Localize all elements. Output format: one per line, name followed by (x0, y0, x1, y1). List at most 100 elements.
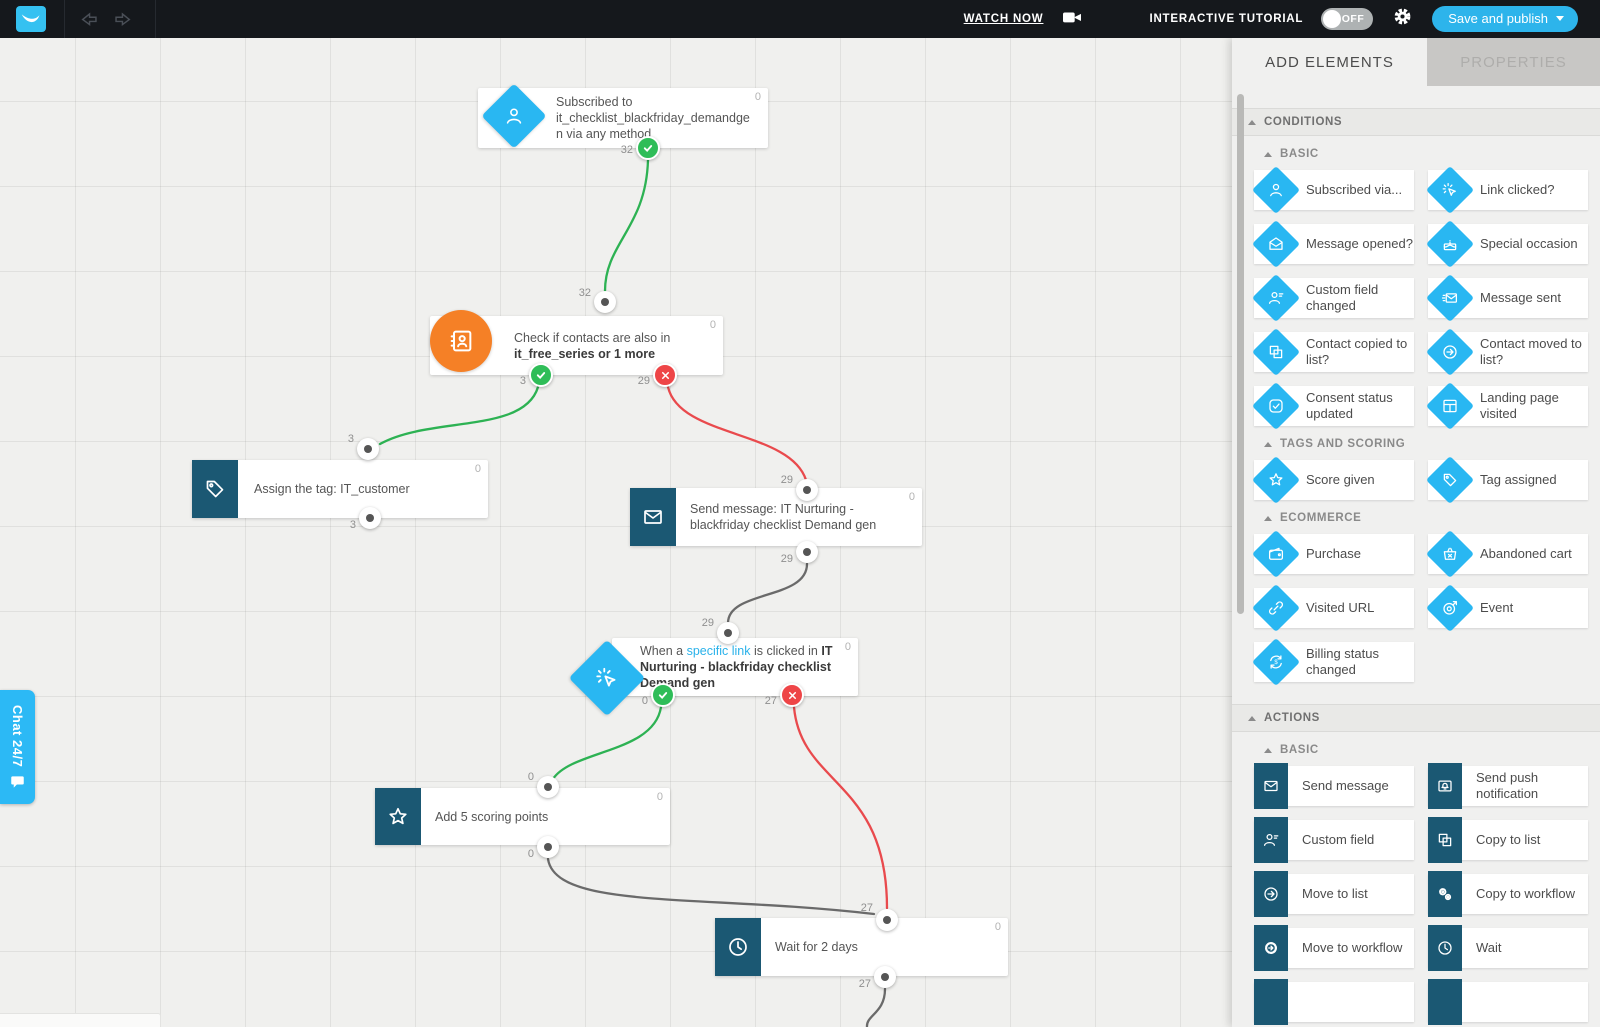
element-tile-wait[interactable]: Wait (1428, 925, 1588, 971)
collapse-triangle-icon (1264, 441, 1272, 447)
app-logo[interactable] (16, 6, 46, 32)
element-tile-contact-moved[interactable]: Contact moved to list? (1428, 332, 1588, 372)
collapse-triangle-icon (1248, 119, 1256, 125)
group-conditions-basic[interactable]: BASIC (1232, 136, 1600, 170)
chat-support-tab[interactable]: Chat 24/7 (0, 690, 35, 804)
tiles-grid: Subscribed via... Link clicked? Message … (1254, 170, 1588, 426)
input-connector[interactable]: 3 (348, 433, 379, 460)
input-connector[interactable]: 0 (528, 771, 559, 798)
redo-icon[interactable] (111, 10, 133, 29)
element-tile-link-clicked[interactable]: Link clicked? (1428, 170, 1588, 210)
tiles-grid: Purchase Abandoned cart Visited URL Even… (1254, 534, 1588, 682)
element-tile-score-given[interactable]: Score given (1254, 460, 1414, 500)
basket-icon (1426, 530, 1474, 578)
node-count-badge: 0 (908, 491, 915, 503)
element-tile-copy-to-list[interactable]: Copy to list (1428, 817, 1588, 863)
workflow-edges (378, 158, 889, 1027)
element-tile-custom-field[interactable]: Custom field (1254, 817, 1414, 863)
element-tile-billing-status[interactable]: Billing status changed (1254, 642, 1414, 682)
tab-properties[interactable]: PROPERTIES (1427, 38, 1600, 86)
element-tile-send-message[interactable]: Send message (1254, 763, 1414, 809)
element-tile-consent-status[interactable]: Consent status updated (1254, 386, 1414, 426)
section-actions[interactable]: ACTIONS (1232, 704, 1600, 732)
toggle-knob (1323, 10, 1342, 28)
element-tile-move-to-list[interactable]: Move to list (1254, 871, 1414, 917)
element-tile-message-sent[interactable]: Message sent (1428, 278, 1588, 318)
element-tile-copy-to-workflow[interactable]: Copy to workflow (1428, 871, 1588, 917)
node-action-send-message[interactable]: 0 Send message: IT Nurturing - blackfrid… (630, 488, 922, 546)
group-actions-basic[interactable]: BASIC (1232, 732, 1600, 766)
node-condition-link-clicked[interactable]: 0 When a specific link is clicked in IT … (612, 638, 858, 696)
topbar-divider (64, 0, 65, 38)
collapse-triangle-icon (1248, 715, 1256, 721)
element-tile-subscribed-via[interactable]: Subscribed via... (1254, 170, 1414, 210)
partial-icon (1254, 979, 1288, 1025)
element-tile-landing-page[interactable]: Landing page visited (1428, 386, 1588, 426)
section-conditions[interactable]: CONDITIONS (1232, 108, 1600, 136)
element-tile-message-opened[interactable]: Message opened? (1254, 224, 1414, 264)
address-book-icon[interactable] (430, 310, 492, 372)
output-connector[interactable]: 0 (528, 836, 559, 860)
clock-icon[interactable] (715, 918, 761, 976)
sidebar-body: CONDITIONS BASIC Subscribed via... Link … (1232, 86, 1600, 1027)
element-tile-partial[interactable] (1428, 979, 1588, 1025)
save-and-publish-button[interactable]: Save and publish (1432, 6, 1578, 32)
push-notification-icon (1428, 763, 1462, 809)
mail-open-icon (1252, 220, 1300, 268)
tag-icon (1426, 456, 1474, 504)
check-icon (636, 136, 660, 160)
output-connector[interactable]: 29 (781, 541, 818, 565)
star-icon (1252, 456, 1300, 504)
element-tile-purchase[interactable]: Purchase (1254, 534, 1414, 574)
sidebar: ADD ELEMENTS PROPERTIES CONDITIONS BASIC… (1232, 38, 1600, 1027)
node-text: Wait for 2 days (775, 940, 858, 954)
mail-icon[interactable] (630, 488, 676, 546)
sidebar-scrollbar[interactable] (1237, 94, 1244, 614)
element-tile-move-to-workflow[interactable]: Move to workflow (1254, 925, 1414, 971)
fail-connector[interactable]: 29 (638, 363, 677, 387)
success-connector[interactable]: 3 (520, 363, 553, 387)
node-action-assign-tag[interactable]: 0 Assign the tag: IT_customer (192, 460, 488, 518)
fail-connector[interactable]: 27 (765, 683, 804, 707)
group-tags-and-scoring[interactable]: TAGS AND SCORING (1232, 426, 1600, 460)
save-button-label: Save and publish (1448, 11, 1548, 26)
tutorial-toggle[interactable]: OFF (1321, 8, 1374, 30)
element-tile-custom-field-changed[interactable]: Custom field changed (1254, 278, 1414, 318)
star-icon[interactable] (375, 788, 421, 845)
input-connector[interactable]: 29 (781, 474, 818, 501)
element-tile-event[interactable]: Event (1428, 588, 1588, 628)
canvas-corner-panel (0, 1013, 161, 1027)
output-connector[interactable]: 27 (859, 966, 896, 990)
settings-gear-icon[interactable] (1393, 7, 1412, 31)
person-lines-icon (1252, 274, 1300, 322)
input-connector[interactable]: 29 (702, 617, 739, 644)
success-connector[interactable]: 32 (621, 136, 660, 160)
group-ecommerce[interactable]: ECOMMERCE (1232, 500, 1600, 534)
node-count-badge: 0 (754, 91, 761, 103)
output-connector[interactable]: 3 (350, 507, 381, 531)
topbar-divider (155, 0, 156, 38)
check-icon (529, 363, 553, 387)
workflow-canvas[interactable]: 0 Subscribed to it_checklist_blackfriday… (0, 38, 1232, 1027)
success-connector[interactable]: 0 (642, 683, 675, 707)
element-tile-contact-copied[interactable]: Contact copied to list? (1254, 332, 1414, 372)
interactive-tutorial-label: INTERACTIVE TUTORIAL (1149, 13, 1304, 25)
watch-now-link[interactable]: WATCH NOW (963, 13, 1044, 25)
undo-icon[interactable] (79, 10, 101, 29)
node-action-add-scoring-points[interactable]: 0 Add 5 scoring points (375, 788, 670, 845)
input-connector[interactable]: 32 (579, 287, 616, 313)
tab-add-elements[interactable]: ADD ELEMENTS (1265, 53, 1394, 71)
tag-icon[interactable] (192, 460, 238, 518)
move-icon (1254, 871, 1288, 917)
element-tile-abandoned-cart[interactable]: Abandoned cart (1428, 534, 1588, 574)
element-tile-tag-assigned[interactable]: Tag assigned (1428, 460, 1588, 500)
element-tile-visited-url[interactable]: Visited URL (1254, 588, 1414, 628)
specific-link-text[interactable]: specific link (686, 644, 751, 658)
node-count-badge: 0 (709, 319, 716, 331)
element-tile-special-occasion[interactable]: Special occasion (1428, 224, 1588, 264)
element-tile-partial[interactable] (1254, 979, 1414, 1025)
element-tile-send-push[interactable]: Send push notification (1428, 763, 1588, 809)
input-connector[interactable]: 27 (861, 902, 898, 931)
mail-icon (1254, 763, 1288, 809)
node-action-wait[interactable]: 0 Wait for 2 days (715, 918, 1008, 976)
